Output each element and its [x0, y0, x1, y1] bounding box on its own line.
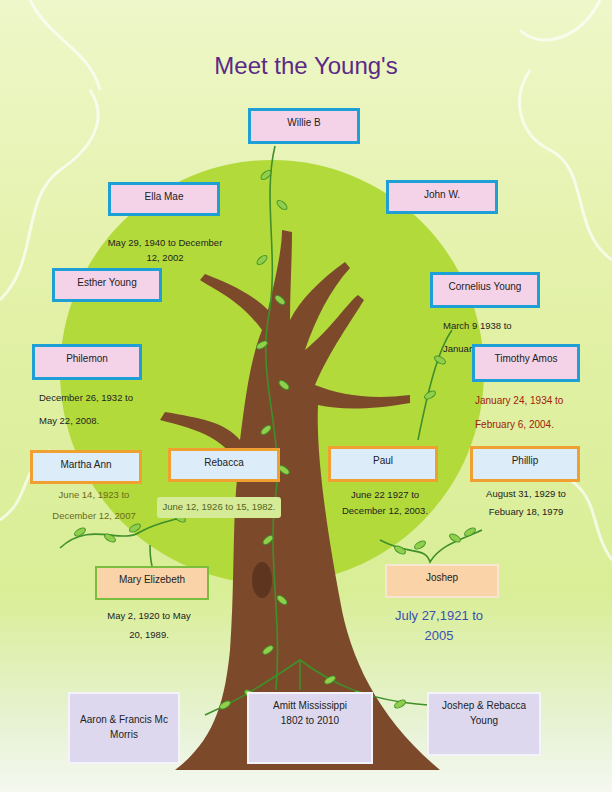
person-name: Philemon — [35, 351, 139, 366]
life-dates: January 24, 1934 to February 6, 2004. — [475, 389, 579, 437]
life-dates: July 27,1921 to 2005 — [383, 606, 495, 645]
person-box: Esther Young — [52, 268, 162, 302]
person-box: Willie B — [248, 108, 360, 144]
person-box: PhillipAugust 31, 1929 to Febuary 18, 19… — [470, 446, 580, 482]
life-dates: June 12, 1926 to 15, 1982. — [157, 497, 281, 518]
person-name: Esther Young — [55, 275, 159, 290]
life-dates: May 29, 1940 to December 12, 2002 — [104, 235, 226, 265]
person-name: Rebacca — [171, 455, 277, 470]
person-name: Joshep — [387, 570, 497, 585]
life-dates: June 22 1927 to December 12, 2003. — [331, 487, 439, 519]
person-name: Cornelius Young — [433, 279, 537, 294]
person-name: Mary Elizebeth — [97, 572, 207, 587]
life-dates: 1802 to 2010 — [249, 713, 371, 728]
person-box: JoshepJuly 27,1921 to 2005 — [385, 564, 499, 598]
life-dates: August 31, 1929 to Febuary 18, 1979 — [473, 485, 579, 521]
person-box: PaulJune 22 1927 to December 12, 2003. — [328, 446, 438, 482]
person-name: Timothy Amos — [475, 351, 577, 366]
person-box: Amitt Mississippi1802 to 2010 — [247, 692, 373, 764]
person-box: John W. — [386, 180, 498, 214]
life-dates: June 14, 1923 to December 12, 2007 — [41, 485, 147, 527]
person-name: Phillip — [473, 453, 577, 468]
person-box: Joshep & Rebacca Young — [427, 692, 541, 756]
person-box: Timothy AmosJanuary 24, 1934 to February… — [472, 344, 580, 382]
person-box: RebaccaJune 12, 1926 to 15, 1982. — [168, 448, 280, 482]
life-dates: May 2, 1920 to May 20, 1989. — [107, 606, 191, 644]
person-box: Cornelius YoungMarch 9 1938 to January 2… — [430, 272, 540, 308]
person-name: Willie B — [251, 115, 357, 130]
person-name: Paul — [331, 453, 435, 468]
person-name: Ella Mae — [111, 189, 217, 204]
diagram-title: Meet the Young's — [0, 52, 612, 80]
person-name: Joshep & Rebacca Young — [434, 698, 534, 728]
person-box: Martha AnnJune 14, 1923 to December 12, … — [30, 450, 142, 484]
person-name: Aaron & Francis Mc Morris — [78, 712, 170, 742]
person-name: Martha Ann — [33, 457, 139, 472]
person-name: Amitt Mississippi — [249, 698, 371, 713]
person-box: Ella MaeMay 29, 1940 to December 12, 200… — [108, 182, 220, 216]
person-box: PhilemonDecember 26, 1932 to May 22, 200… — [32, 344, 142, 380]
person-box: Mary ElizebethMay 2, 1920 to May 20, 198… — [95, 566, 209, 600]
life-dates: December 26, 1932 to May 22, 2008. — [39, 387, 143, 433]
person-name: John W. — [389, 187, 495, 202]
person-box: Aaron & Francis Mc Morris — [68, 692, 180, 764]
